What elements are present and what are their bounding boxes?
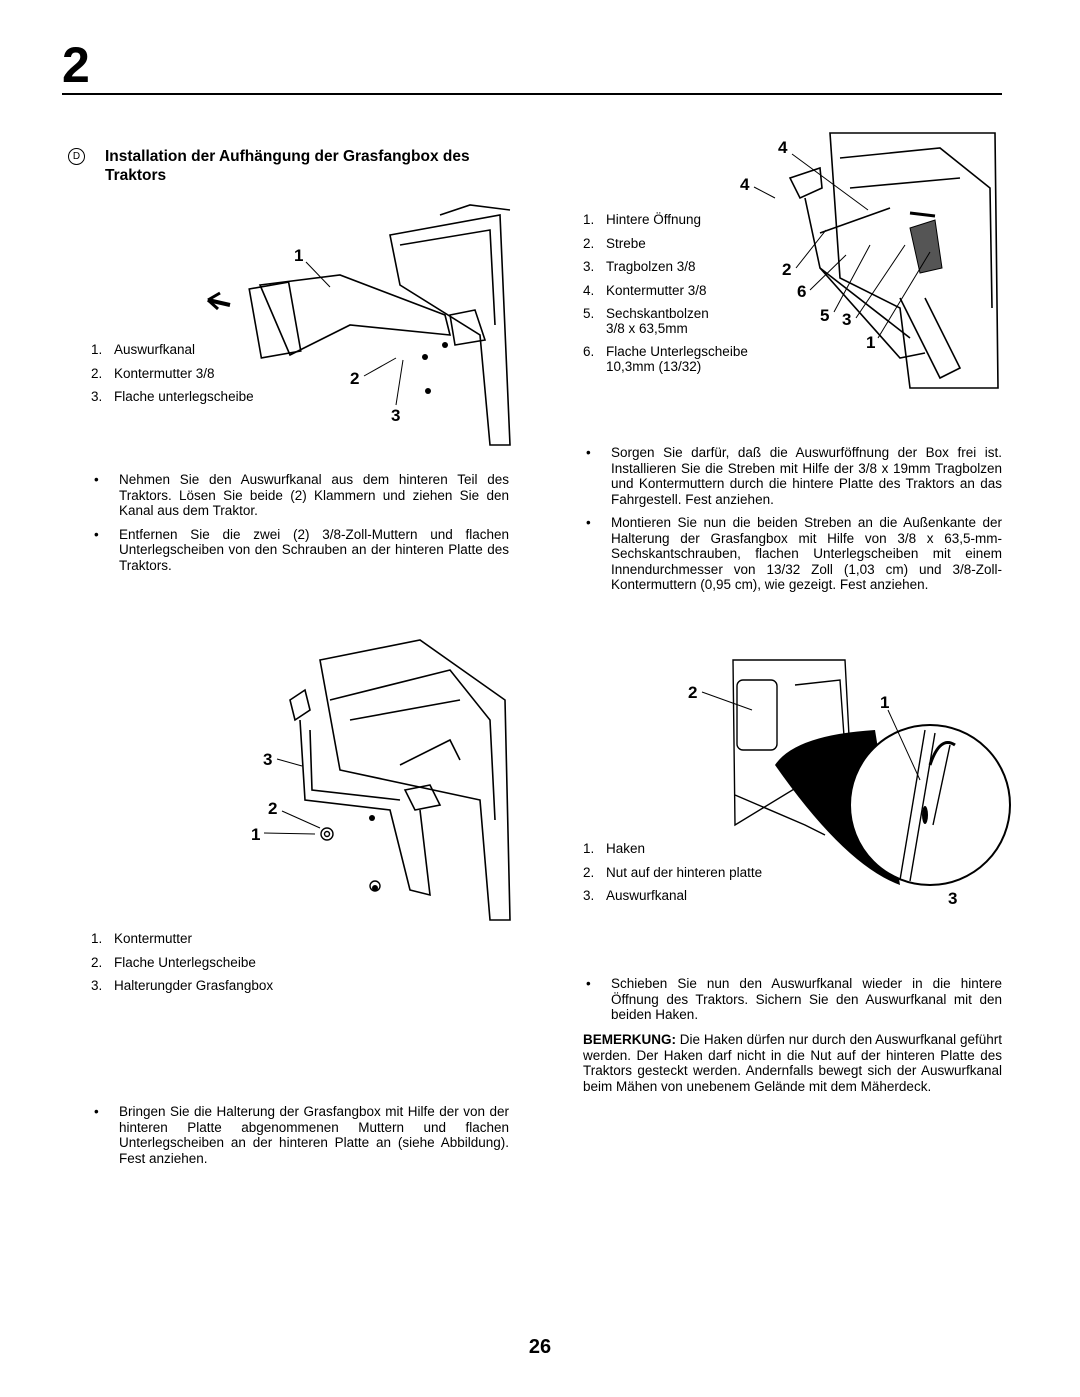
callout-5-fig3: 5 (820, 306, 830, 325)
page-number: 26 (528, 1336, 552, 1358)
callout-3-fig1: 3 (391, 406, 401, 425)
instructions-left-bottom: Bringen Sie die Halterung der Grasfangbo… (91, 1104, 509, 1174)
legend-fig1: 1.Auswurfkanal 2.Kontermutter 3/8 3.Flac… (91, 338, 351, 409)
callout-2-fig3: 2 (782, 260, 792, 279)
legend-item: 3.Tragbolzen 3/8 (583, 259, 696, 274)
legend-item: 3.Flache unterlegscheibe (91, 389, 254, 404)
instructions-right-bottom: Schieben Sie nun den Auswurfkanal wieder… (583, 976, 1002, 1031)
chapter-number: 2 (62, 37, 90, 93)
note-text: Die Haken dürfen nur durch den Auswurfka… (583, 1032, 1002, 1094)
instructions-left: Nehmen Sie den Auswurfkanal aus dem hint… (91, 472, 509, 581)
figure-bracket-installation (250, 639, 520, 921)
callout-3-fig2: 3 (263, 750, 273, 769)
legend-fig3: 1.Hintere Öffnung 2.Strebe 3.Tragbolzen … (583, 208, 813, 378)
instructions-right: Sorgen Sie darfür, daß die Auswurföffnun… (583, 445, 1002, 601)
legend-item: 1.Hintere Öffnung (583, 212, 702, 227)
legend-item: 2.Strebe (583, 235, 646, 251)
callout-1-fig1: 1 (294, 246, 304, 265)
instruction-item: Schieben Sie nun den Auswurfkanal wieder… (583, 976, 1002, 1023)
hook-detail-illustration (732, 659, 1011, 886)
figure-chute-removal (200, 204, 520, 446)
language-tag: D (68, 148, 85, 165)
legend-item: 1.Auswurfkanal (91, 342, 196, 357)
struts-illustration (788, 132, 999, 389)
legend-item: 3.Auswurfkanal (583, 888, 688, 903)
instruction-item: Bringen Sie die Halterung der Grasfangbo… (91, 1104, 509, 1166)
legend-fig4: 1.Haken 2.Nut auf der hinteren platte 3.… (583, 837, 843, 908)
callout-4b-fig3: 4 (740, 175, 750, 194)
legend-item: 5.Sechskantbolzen 3/8 x 63,5mm (583, 306, 709, 336)
chute-illustration (206, 204, 511, 446)
callout-1-fig3: 1 (866, 333, 876, 352)
callout-1-fig2: 1 (251, 825, 261, 844)
callout-3-fig3: 3 (842, 310, 852, 329)
legend-item: 1.Haken (583, 841, 646, 856)
legend-item: 1.Kontermutter (91, 931, 193, 946)
instruction-item: Montieren Sie nun die beiden Streben an … (583, 515, 1002, 593)
legend-fig2: 1.Kontermutter 2.Flache Unterlegscheibe … (91, 927, 391, 998)
header-rule (62, 93, 1002, 95)
legend-item: 4.Kontermutter 3/8 (583, 282, 707, 298)
section-title: Installation der Aufhängung der Grasfang… (105, 148, 470, 184)
instruction-item: Nehmen Sie den Auswurfkanal aus dem hint… (91, 472, 509, 519)
callout-2-fig4: 2 (688, 683, 698, 702)
instruction-item: Entfernen Sie die zwei (2) 3/8-Zoll-Mutt… (91, 527, 509, 574)
legend-item: 6.Flache Unterlegscheibe 10,3mm (13/32) (583, 344, 748, 374)
legend-item: 2.Flache Unterlegscheibe (91, 954, 256, 970)
callout-2-fig1: 2 (350, 369, 360, 388)
callout-3-fig4: 3 (948, 889, 958, 908)
callout-1-fig4: 1 (880, 693, 890, 712)
figure-hook-detail (725, 655, 1011, 900)
callout-2-fig2: 2 (268, 799, 278, 818)
legend-item: 2.Nut auf der hinteren platte (583, 864, 763, 880)
note-paragraph: BEMERKUNG: Die Haken dürfen nur durch de… (583, 1032, 1002, 1094)
figure-struts-installation (760, 128, 1005, 393)
callout-6-fig3: 6 (797, 282, 807, 301)
legend-item: 3.Halterungder Grasfangbox (91, 978, 274, 993)
callout-4a-fig3: 4 (778, 138, 788, 157)
bracket-illustration (289, 639, 511, 921)
note-label: BEMERKUNG: (583, 1032, 676, 1047)
instruction-item: Sorgen Sie darfür, daß die Auswurföffnun… (583, 445, 1002, 507)
legend-item: 2.Kontermutter 3/8 (91, 365, 215, 381)
